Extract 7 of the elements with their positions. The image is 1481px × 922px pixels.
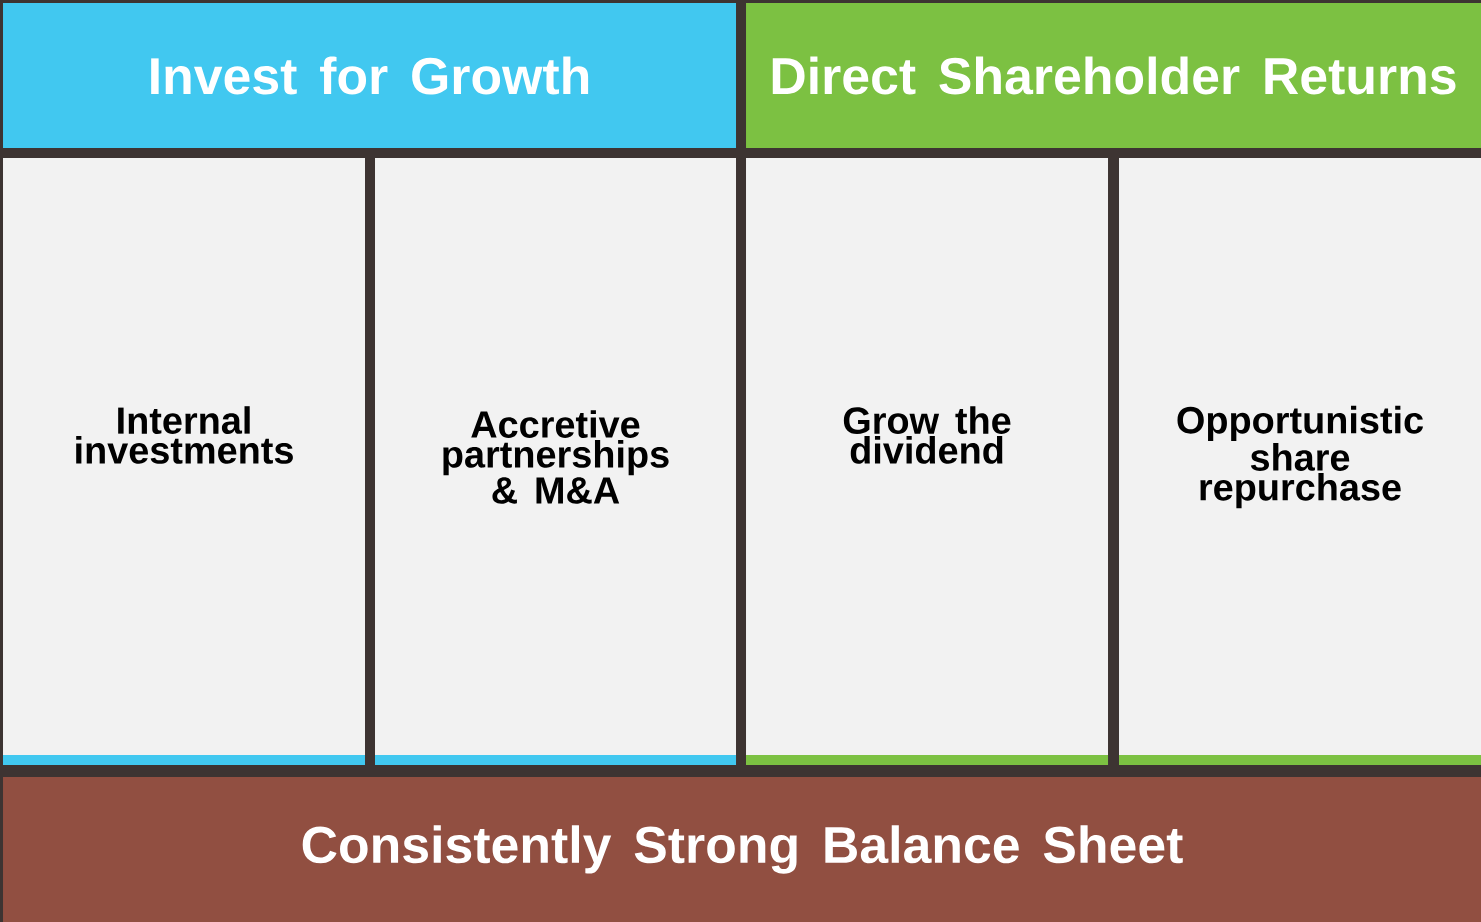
header-band: Invest for Growth (3, 3, 736, 148)
column-panel: Opportunistic share repurchase (1119, 158, 1481, 765)
footer-band: Consistently Strong Balance Sheet (3, 777, 1481, 922)
header-band: Direct Shareholder Returns (746, 3, 1481, 148)
column-panel: Internal investments (3, 158, 365, 765)
column-panel: Accretive partnerships & M&A (375, 158, 736, 765)
column-panel: Grow the dividend (746, 158, 1108, 765)
